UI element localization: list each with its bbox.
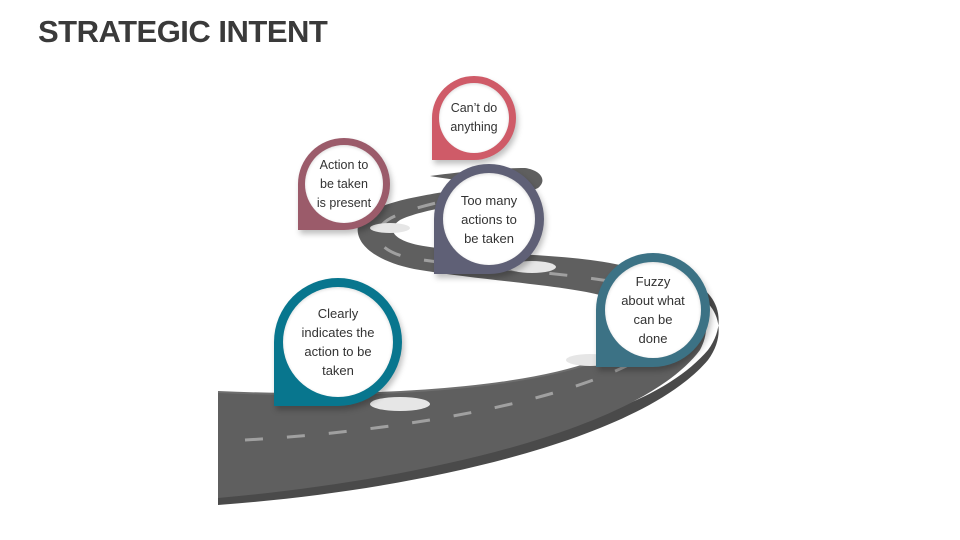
pin-clearly: Clearly indicates the action to be taken [274,278,402,406]
road-lane-marking [244,182,679,442]
pin-label-toomany: Too many actions to be taken [460,192,518,246]
pin-base-present [370,223,410,233]
page-title: STRATEGIC INTENT [38,14,328,49]
road-surface [218,168,707,498]
pin-cant: Can’t do anything [432,76,516,160]
pin-label-fuzzy: Fuzzy about what can be done [621,274,685,346]
pin-fuzzy: Fuzzy about what can be done [596,253,710,367]
pin-label-present: Action to be taken is present [316,157,372,210]
pin-label-clearly: Clearly indicates the action to be taken [301,306,375,378]
pin-base-clearly [370,397,430,411]
pin-toomany: Too many actions to be taken [434,164,544,274]
pin-present: Action to be taken is present [298,138,390,230]
pin-label-cant: Can’t do anything [450,101,498,134]
